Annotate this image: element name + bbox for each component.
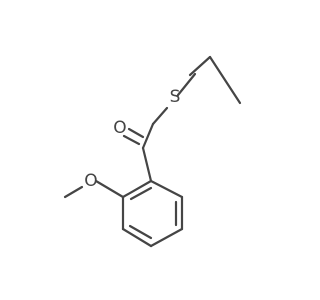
sulfur-to-methylene-bond bbox=[151, 106, 169, 126]
ring-bond-bottom-right bbox=[149, 227, 184, 248]
isopropyl-bond-right bbox=[208, 55, 242, 105]
structure-canvas: S O O bbox=[63, 55, 242, 248]
carbonyl-double-bond-b bbox=[127, 127, 145, 139]
ring-bond-bottom-left bbox=[121, 227, 153, 248]
isopropyl-bond-left bbox=[188, 55, 212, 77]
ring-inner-double-bond-bottom bbox=[128, 224, 153, 240]
ring-bond-top-left bbox=[121, 179, 153, 199]
carbonyl-double-bond-a bbox=[122, 134, 141, 146]
sulfur-to-isopropyl-bond bbox=[176, 72, 197, 97]
methoxy-methyl-bond bbox=[63, 185, 84, 199]
carbonyl-oxygen-atom-label: O bbox=[113, 118, 126, 138]
molecule-structure: S O O bbox=[63, 55, 242, 248]
methylene-to-carbonyl-bond bbox=[141, 122, 155, 150]
ring-bond-top-right bbox=[149, 179, 184, 199]
ring-to-methoxy-oxygen-bond bbox=[94, 179, 125, 199]
carbonyl-to-ring-bond bbox=[141, 146, 153, 183]
methoxy-oxygen-atom-label: O bbox=[84, 171, 97, 191]
sulfur-atom-label: S bbox=[170, 87, 181, 107]
ring-inner-double-bond-top bbox=[129, 186, 153, 201]
